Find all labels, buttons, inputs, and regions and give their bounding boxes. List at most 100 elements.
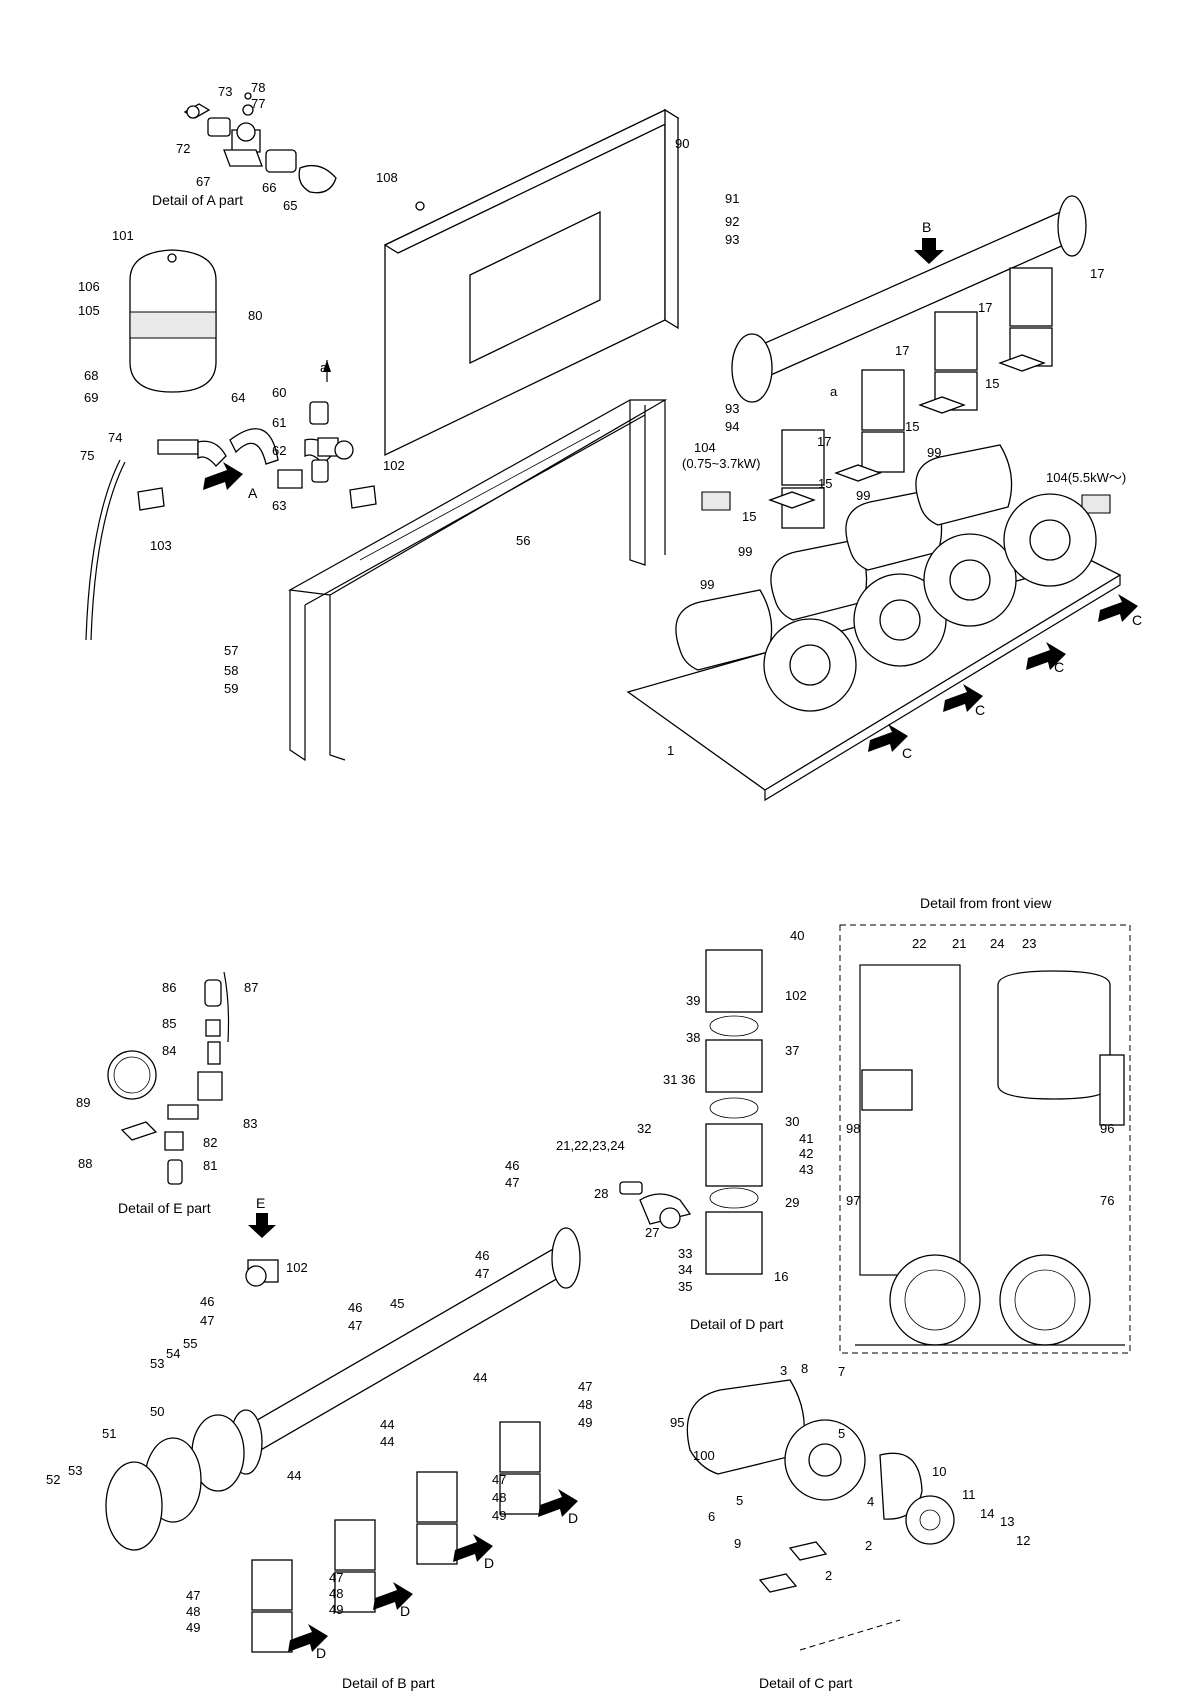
part-44-a: 44 — [473, 1370, 487, 1385]
part-81: 81 — [203, 1158, 217, 1173]
part-33: 33 — [678, 1246, 692, 1261]
part-49-h: 49 — [186, 1620, 200, 1635]
part-63: 63 — [272, 498, 286, 513]
part-17-c: 17 — [895, 343, 909, 358]
part-15-c: 15 — [818, 476, 832, 491]
part-95: 95 — [670, 1415, 684, 1430]
part-40: 40 — [790, 928, 804, 943]
arrow-label-a: A — [248, 485, 258, 501]
part-48-e: 48 — [578, 1397, 592, 1412]
arrow-label-d1: D — [316, 1645, 326, 1661]
part-47-e: 47 — [578, 1379, 592, 1394]
part-15-d: 15 — [742, 509, 756, 524]
part-46-c: 46 — [200, 1294, 214, 1309]
detail-e-drawing — [107, 971, 230, 1185]
part-39: 39 — [686, 993, 700, 1008]
part-84: 84 — [162, 1043, 176, 1058]
note-104-small: 104 — [694, 440, 716, 455]
part-4: 4 — [867, 1494, 874, 1509]
part-9: 9 — [734, 1536, 741, 1551]
note-104-large: 104(5.5kW～) — [1046, 470, 1126, 485]
caption-detail-d: Detail of D part — [690, 1316, 783, 1332]
part-12: 12 — [1016, 1533, 1030, 1548]
arrow-label-d4: D — [568, 1510, 578, 1526]
pressure-tank-80 — [129, 249, 217, 393]
part-48-g: 48 — [329, 1586, 343, 1601]
part-97: 97 — [846, 1193, 860, 1208]
part-49-e: 49 — [578, 1415, 592, 1430]
arrow-b: B — [914, 219, 944, 264]
caption-detail-front: Detail from front view — [920, 895, 1052, 911]
part-87: 87 — [244, 980, 258, 995]
arrow-label-c2: C — [975, 702, 985, 718]
part-58: 58 — [224, 663, 238, 678]
part-47-g: 47 — [329, 1570, 343, 1585]
part-7: 7 — [838, 1364, 845, 1379]
part-47-c: 47 — [200, 1313, 214, 1328]
part-61: 61 — [272, 415, 286, 430]
part-46-b: 46 — [505, 1158, 519, 1173]
part-27: 27 — [645, 1225, 659, 1240]
part-99-b: 99 — [856, 488, 870, 503]
part-10: 10 — [932, 1464, 946, 1479]
part-93-top: 93 — [725, 232, 739, 247]
arrow-a: A — [203, 360, 331, 501]
part-65: 65 — [283, 198, 297, 213]
part-48-h: 48 — [186, 1604, 200, 1619]
pump-units-99 — [675, 444, 1097, 712]
arrow-label-c1: C — [902, 745, 912, 761]
part-53-b: 53 — [68, 1463, 82, 1478]
part-8: 8 — [801, 1361, 808, 1376]
part-88: 88 — [78, 1156, 92, 1171]
main-assembly-labels: 17 17 17 17 15 15 15 15 a 104 (0.75~3.7k… — [667, 266, 1126, 758]
part-93: 93 — [725, 401, 739, 416]
part-103: 103 — [150, 538, 172, 553]
part-37: 37 — [785, 1043, 799, 1058]
arrow-e: E — [248, 1195, 276, 1238]
part-66: 66 — [262, 180, 276, 195]
part-74: 74 — [108, 430, 122, 445]
frame-hardware-labels: 56 57 58 59 — [224, 533, 530, 696]
part-62: 62 — [272, 443, 286, 458]
arrow-label-d2: D — [400, 1603, 410, 1619]
part-55: 55 — [183, 1336, 197, 1351]
caption-detail-e: Detail of E part — [118, 1200, 211, 1216]
part-21: 21 — [952, 936, 966, 951]
part-17-a: 17 — [1090, 266, 1104, 281]
part-50: 50 — [150, 1404, 164, 1419]
arrow-label-small-a: a — [320, 360, 328, 375]
part-68: 68 — [84, 368, 98, 383]
part-49-g: 49 — [329, 1602, 343, 1617]
arrow-label-e: E — [256, 1195, 265, 1211]
pump-frame-56 — [288, 399, 668, 762]
part-90: 90 — [675, 136, 689, 151]
part-105: 105 — [78, 303, 100, 318]
part-69: 69 — [84, 390, 98, 405]
part-32: 32 — [637, 1121, 651, 1136]
note-104-small-range: (0.75~3.7kW) — [682, 456, 760, 471]
part-60: 60 — [272, 385, 286, 400]
arrow-label-c4: C — [1132, 612, 1142, 628]
arrows-c: C C C C — [868, 594, 1142, 761]
discharge-header-pipe — [731, 195, 1087, 403]
part-11: 11 — [962, 1487, 976, 1502]
part-16: 16 — [774, 1269, 788, 1284]
part-101: 101 — [112, 228, 134, 243]
part-57: 57 — [224, 643, 238, 658]
part-75: 75 — [80, 448, 94, 463]
pump-unit-1 — [675, 589, 857, 712]
part-14: 14 — [980, 1506, 994, 1521]
part-72: 72 — [176, 141, 190, 156]
part-41: 41 — [799, 1131, 813, 1146]
part-85: 85 — [162, 1016, 176, 1031]
part-59: 59 — [224, 681, 238, 696]
part-24: 24 — [990, 936, 1004, 951]
pump-unit-4 — [915, 444, 1097, 587]
detail-c-drawing — [686, 1379, 955, 1651]
arrow-label-b: B — [922, 219, 931, 235]
part-2-b: 2 — [825, 1568, 832, 1583]
part-106: 106 — [78, 279, 100, 294]
detail-d-labels: 40 39 102 38 37 31 36 30 32 41 21,22,23,… — [556, 928, 813, 1332]
